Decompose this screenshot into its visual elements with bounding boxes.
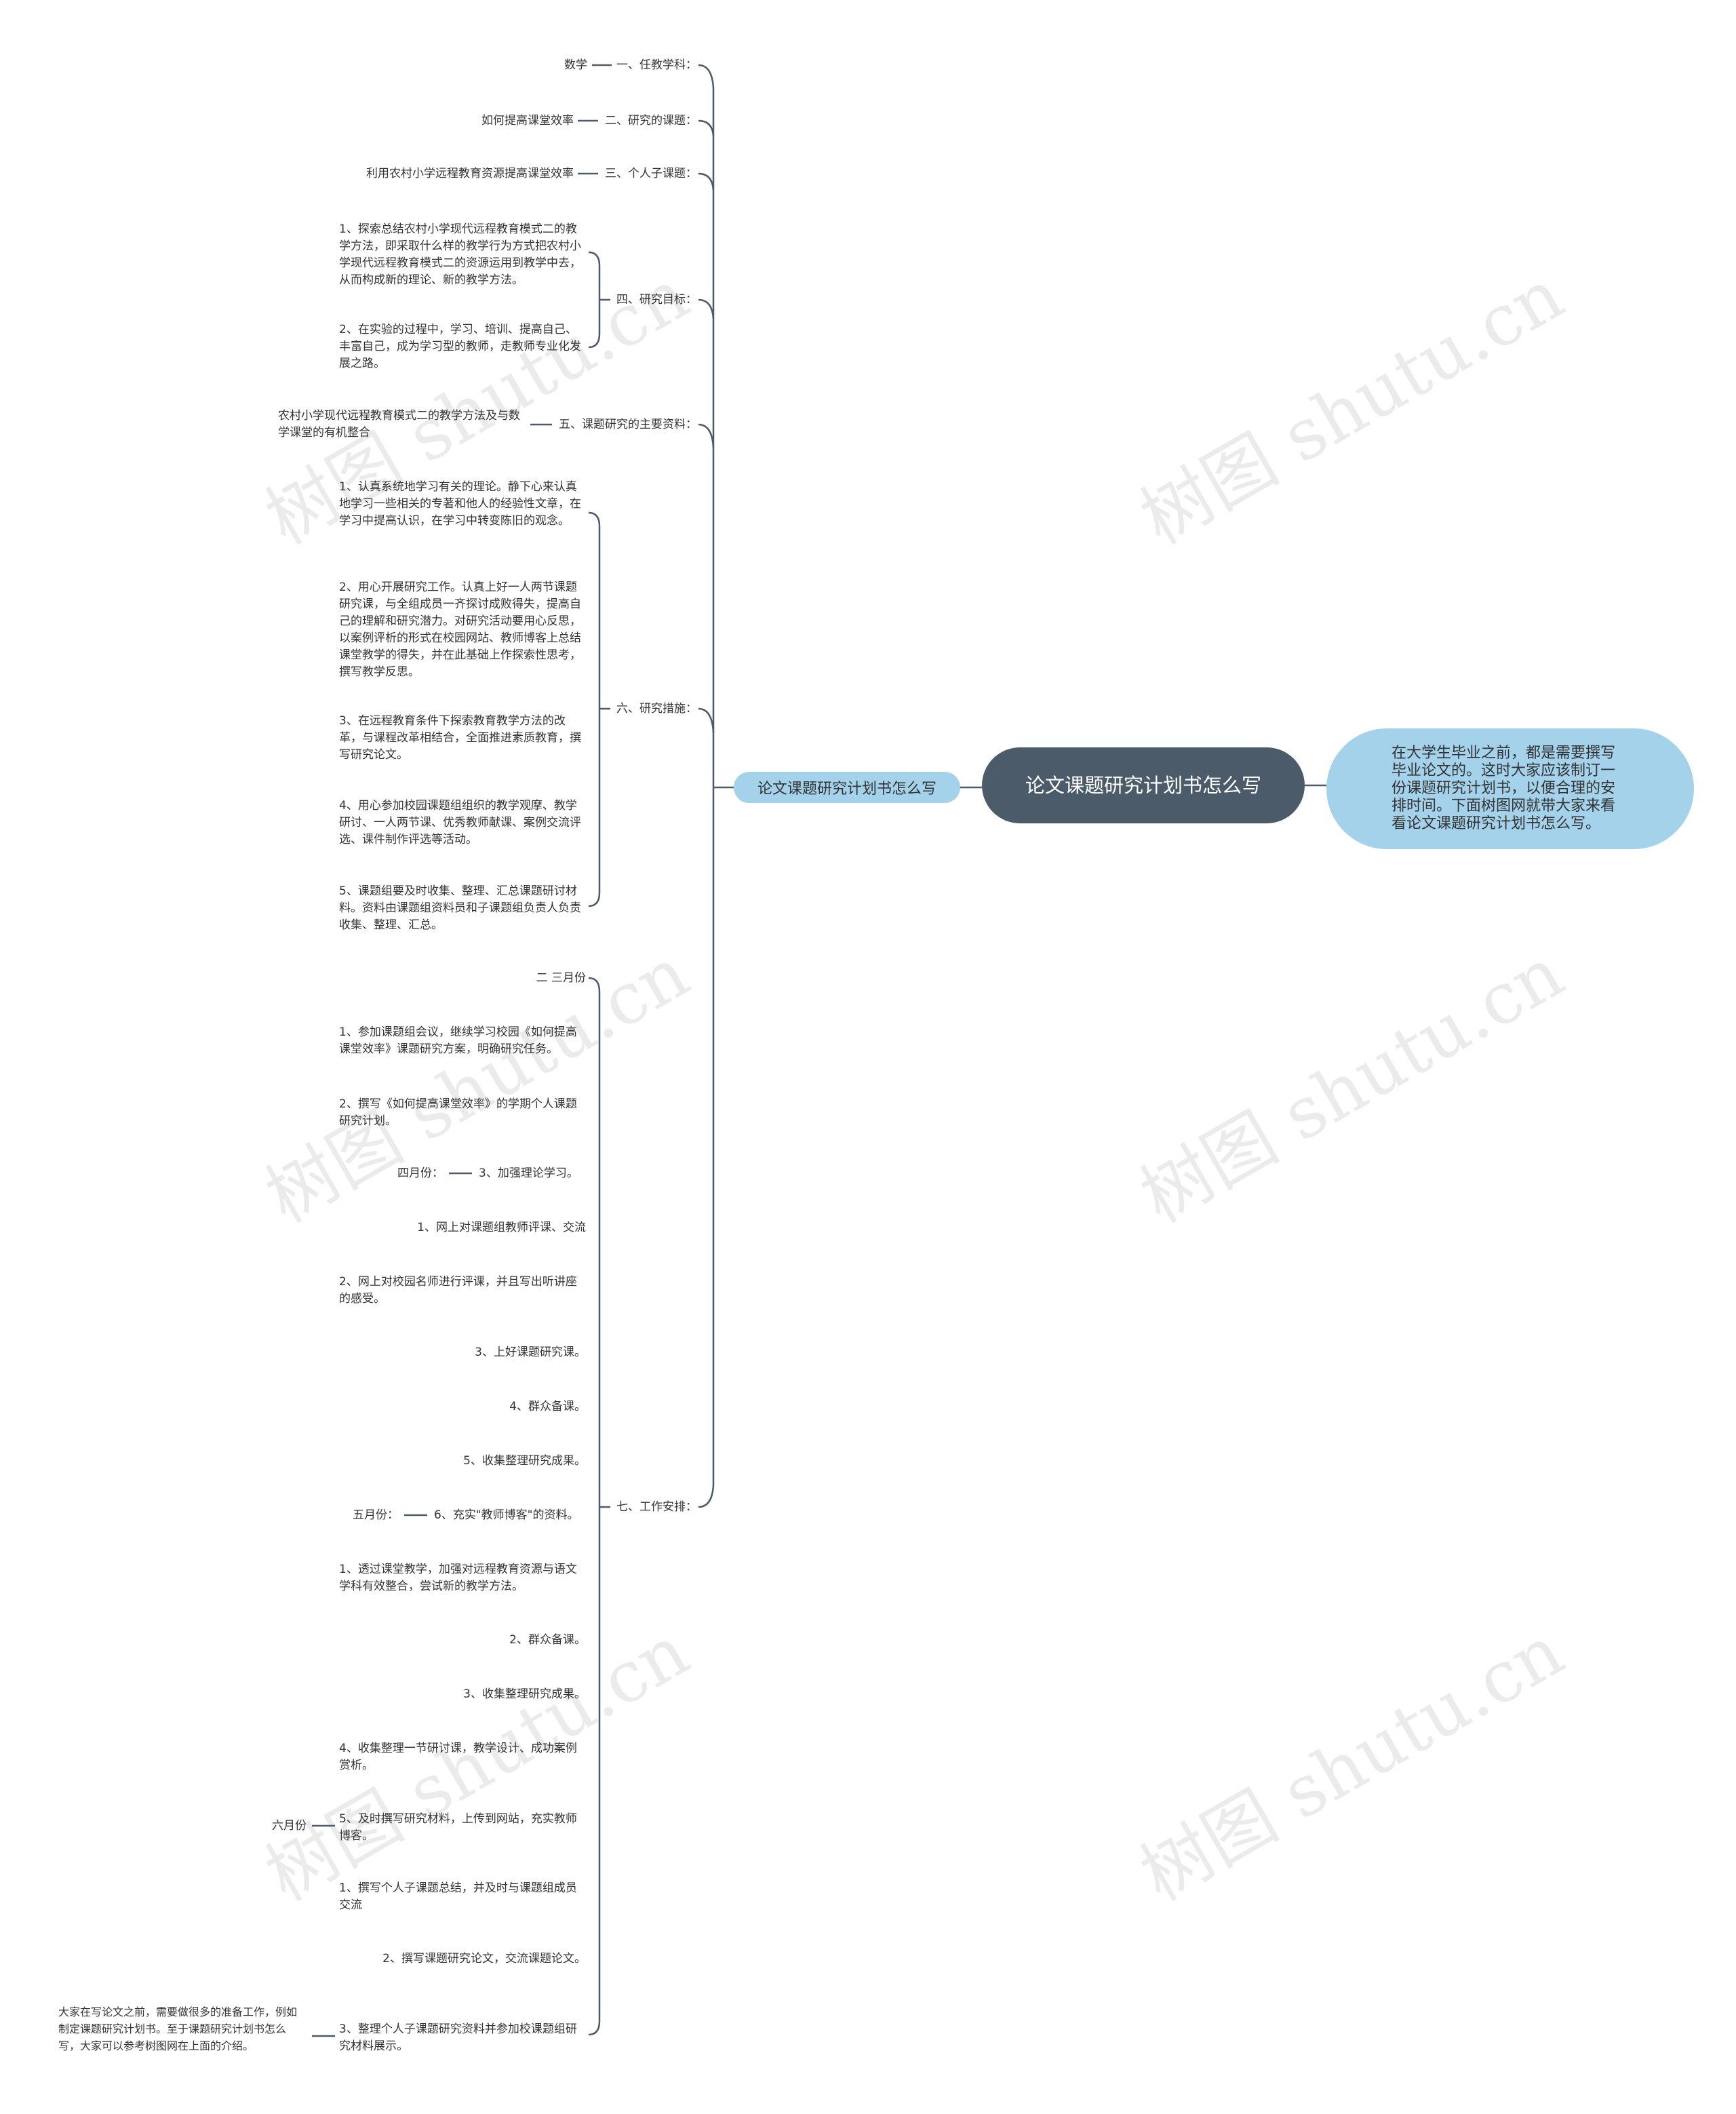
leaf-node[interactable]: 5、收集整理研究成果。 (463, 1454, 586, 1468)
leaf-node[interactable]: 农村小学现代远程教育模式二的教学方法及与数学课堂的有机整合 (278, 409, 520, 439)
summary-node[interactable]: 在大学生毕业之前，都是需要撰写毕业论文的。这时大家应该制订一份课题研究计划书，以… (1326, 728, 1694, 849)
leaf-node[interactable]: 6、充实"教师博客"的资料。 (434, 1508, 579, 1522)
leaf-node[interactable]: 1、探索总结农村小学现代远程教育模式二的教学方法，即采取什么样的教学行为方式把农… (339, 222, 581, 287)
leaf-node[interactable]: 3、上好课题研究课。 (475, 1346, 586, 1359)
group-label[interactable]: 二、研究的课题： (605, 114, 697, 128)
leaf-node[interactable]: 2、撰写《如何提高课堂效率》的学期个人课题研究计划。 (339, 1097, 577, 1128)
leaf-node[interactable]: 1、撰写个人子课题总结，并及时与课题组成员交流 (339, 1881, 577, 1912)
leaf-node[interactable]: 3、整理个人子课题研究资料并参加校课题组研究材料展示。 (339, 2022, 577, 2053)
leaf-node[interactable]: 3、加强理论学习。 (479, 1167, 578, 1180)
month-label-may[interactable]: 五月份： (353, 1508, 399, 1522)
leaf-node[interactable]: 2、撰写课题研究论文，交流课题论文。 (382, 1952, 586, 1965)
leaf-node[interactable]: 如何提高课堂效率 (481, 114, 574, 128)
leaf-node[interactable]: 5、课题组要及时收集、整理、汇总课题研讨材料。资料由课题组资料员和子课题组负责人… (339, 884, 581, 932)
leaf-node[interactable]: 二 三月份 (536, 971, 586, 985)
group-label[interactable]: 一、任教学科： (616, 58, 697, 72)
leaf-node[interactable]: 5、及时撰写研究材料，上传到网站，充实教师博客。 (339, 1812, 577, 1843)
leaf-node[interactable]: 4、群众备课。 (509, 1400, 586, 1413)
leaf-node[interactable]: 2、网上对校园名师进行评课，并且写出听讲座的感受。 (339, 1275, 577, 1306)
group-label[interactable]: 六、研究措施： (616, 702, 697, 716)
main-branch-node[interactable]: 论文课题研究计划书怎么写 (734, 772, 960, 803)
leaf-node[interactable]: 1、参加课题组会议，继续学习校园《如何提高课堂效率》课题研究方案，明确研究任务。 (339, 1025, 577, 1056)
leaf-node[interactable]: 1、认真系统地学习有关的理论。静下心来认真地学习一些相关的专著和他人的经验性文章… (339, 480, 581, 528)
footer-note[interactable]: 大家在写论文之前，需要做很多的准备工作，例如制定课题研究计划书。至于课题研究计划… (58, 2005, 298, 2052)
leaf-node[interactable]: 2、群众备课。 (509, 1633, 586, 1647)
leaf-node[interactable]: 数学 (564, 58, 587, 72)
leaf-node[interactable]: 4、收集整理一节研讨课，教学设计、成功案例赏析。 (339, 1742, 577, 1772)
group-label[interactable]: 三、个人子课题： (605, 167, 697, 180)
leaf-node[interactable]: 利用农村小学远程教育资源提高课堂效率 (366, 167, 574, 180)
leaf-node[interactable]: 1、网上对课题组教师评课、交流 (417, 1221, 586, 1234)
leaf-node[interactable]: 2、在实验的过程中，学习、培训、提高自己、丰富自己，成为学习型的教师，走教师专业… (339, 323, 581, 370)
root-topic[interactable]: 论文课题研究计划书怎么写 (982, 747, 1305, 823)
leaf-node[interactable]: 3、在远程教育条件下探索教育教学方法的改革，与课程改革相结合，全面推进素质教育，… (339, 714, 581, 762)
group-label[interactable]: 四、研究目标： (616, 293, 697, 307)
leaf-node[interactable]: 4、用心参加校园课题组组织的教学观摩、教学研讨、一人两节课、优秀教师献课、案例交… (339, 799, 581, 846)
group-label[interactable]: 五、课题研究的主要资料： (559, 418, 697, 431)
month-label-june[interactable]: 六月份 (272, 1819, 307, 1833)
group-label[interactable]: 七、工作安排： (616, 1500, 697, 1514)
leaf-node[interactable]: 2、用心开展研究工作。认真上好一人两节课题研究课，与全组成员一齐探讨成败得失，提… (339, 581, 581, 679)
month-label-april[interactable]: 四月份： (397, 1167, 443, 1180)
leaf-node[interactable]: 1、透过课堂教学，加强对远程教育资源与语文学科有效整合，尝试新的教学方法。 (339, 1563, 577, 1593)
leaf-node[interactable]: 3、收集整理研究成果。 (463, 1687, 586, 1701)
